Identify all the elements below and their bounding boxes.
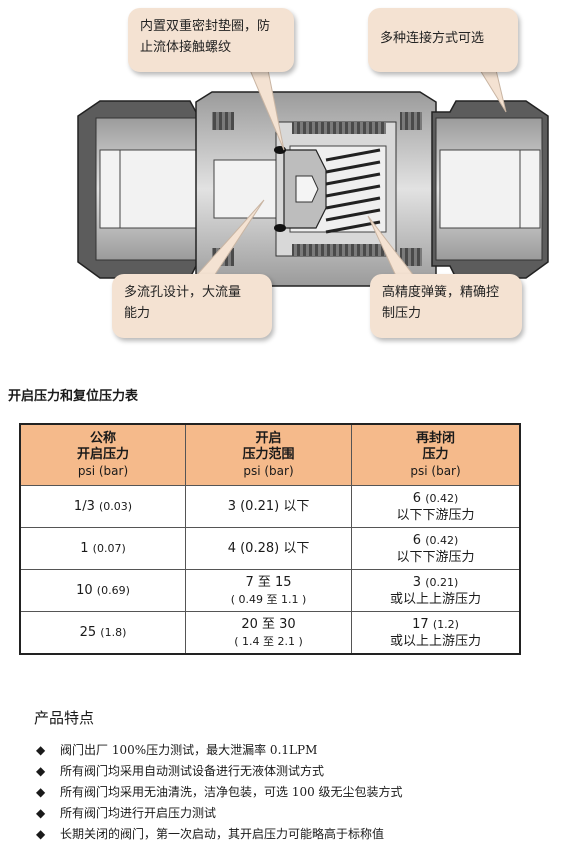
table-title: 开启压力和复位压力表 — [8, 389, 139, 404]
left-fitting-nut — [77, 100, 215, 279]
spring — [325, 148, 381, 234]
header-unit: psi (bar) — [243, 464, 294, 478]
header-unit: psi (bar) — [77, 464, 129, 478]
table-row: 10 (0.69) 7 至 15 ( 0.49 至 1.1 ) 3 (0.21)… — [19, 569, 521, 612]
cell-reseal: 3 (0.21) 或以上上游压力 — [351, 569, 521, 612]
diamond-bullet-icon: ◆ — [36, 785, 46, 799]
callout-text-line: 能力 — [124, 306, 151, 321]
pressure-table: 公称 开启压力 psi (bar) 开启 压力范围 psi (bar) 再封闭 … — [19, 423, 521, 655]
header-nominal-cracking-pressure: 公称 开启压力 psi (bar) — [19, 423, 186, 486]
diamond-bullet-icon: ◆ — [36, 806, 46, 820]
header-line: 再封闭 — [416, 431, 456, 446]
cell-reseal: 6 (0.42) 以下下游压力 — [351, 527, 521, 570]
cell-value: 25 — [79, 625, 97, 640]
cell-nominal: 1 (0.07) — [19, 527, 186, 570]
cell-value: 20 至 30 — [241, 616, 296, 632]
right-fitting-nut — [431, 100, 549, 279]
header-unit: psi (bar) — [410, 464, 461, 478]
header-line: 开启 — [255, 431, 282, 446]
cell-note: 以下下游压力 — [396, 549, 475, 565]
cell-bar-value: (1.8) — [100, 626, 127, 639]
cell-value: 17 — [412, 616, 429, 632]
header-line: 压力范围 — [242, 447, 295, 462]
cell-value: 4 — [227, 541, 236, 556]
cell-note: 或以上上游压力 — [390, 633, 482, 649]
table-row: 25 (1.8) 20 至 30 ( 1.4 至 2.1 ) 17 (1.2) … — [19, 611, 521, 655]
list-item: ◆ 所有阀门均进行开启压力测试 — [36, 803, 403, 824]
callout-text-line: 高精度弹簧，精确控 — [382, 285, 500, 300]
callout-pointers — [194, 69, 507, 277]
poppet — [274, 146, 327, 232]
feature-text: 所有阀门均采用自动测试设备进行无液体测试方式 — [60, 764, 325, 778]
callout-text-line: 止流体接触螺纹 — [140, 40, 232, 55]
cell-reseal: 17 (1.2) 或以上上游压力 — [351, 611, 521, 655]
cell-value: 1 — [80, 541, 89, 556]
cell-bar-value: (1.2) — [432, 617, 459, 631]
cell-bar-value: ( 1.4 至 2.1 ) — [234, 634, 303, 648]
header-reseal-pressure: 再封闭 压力 psi (bar) — [351, 423, 521, 486]
header-line: 压力 — [422, 447, 449, 462]
cell-range: 4 (0.28) 以下 — [184, 527, 353, 570]
cell-nominal: 1/3 (0.03) — [19, 485, 186, 528]
check-valve-cross-section-diagram — [77, 69, 549, 287]
cell-bar-value: (0.28) 以下 — [240, 541, 310, 556]
cell-bar-value: (0.69) — [96, 584, 130, 597]
callout-multi-orifice-design: 多流孔设计，大流量 能力 — [112, 274, 272, 338]
cell-bar-value: (0.21) 以下 — [240, 499, 310, 514]
cell-value: 3 — [412, 574, 422, 590]
features-list: ◆ 阀门出厂 100%压力测试，最大泄漏率 0.1LPM ◆ 所有阀门均采用自动测试… — [36, 740, 403, 845]
table-row: 1/3 (0.03) 3 (0.21) 以下 6 (0.42) 以下下游压力 — [19, 485, 521, 528]
list-item: ◆ 所有阀门均采用自动测试设备进行无液体测试方式 — [36, 761, 403, 782]
feature-text: 所有阀门均采用无油清洗，洁净包装，可选 100 级无尘包装方式 — [60, 785, 403, 799]
table-header-row: 公称 开启压力 psi (bar) 开启 压力范围 psi (bar) 再封闭 … — [19, 423, 521, 486]
cell-reseal: 6 (0.42) 以下下游压力 — [351, 485, 521, 528]
header-line: 开启压力 — [76, 447, 129, 462]
diamond-bullet-icon: ◆ — [36, 827, 46, 841]
cell-bar-value: ( 0.49 至 1.1 ) — [230, 592, 307, 606]
cell-range: 7 至 15 ( 0.49 至 1.1 ) — [184, 569, 353, 612]
feature-text: 阀门出厂 100%压力测试，最大泄漏率 0.1LPM — [60, 743, 318, 757]
list-item: ◆ 阀门出厂 100%压力测试，最大泄漏率 0.1LPM — [36, 740, 403, 761]
cell-value: 1/3 — [73, 499, 95, 514]
cell-note: 以下下游压力 — [396, 507, 475, 523]
cell-value: 6 — [412, 532, 422, 548]
cell-range: 20 至 30 ( 1.4 至 2.1 ) — [184, 611, 353, 655]
list-item: ◆ 长期关闭的阀门，第一次启动，其开启压力可能略高于标称值 — [36, 824, 403, 845]
callout-connection-options: 多种连接方式可选 — [368, 8, 518, 72]
diamond-bullet-icon: ◆ — [36, 743, 46, 757]
cell-bar-value: (0.21) — [425, 575, 459, 589]
cell-note: 或以上上游压力 — [390, 591, 482, 607]
header-cracking-range: 开启 压力范围 psi (bar) — [184, 423, 353, 486]
callout-text-line: 多种连接方式可选 — [380, 31, 485, 46]
cell-bar-value: (0.03) — [98, 500, 133, 513]
cell-range: 3 (0.21) 以下 — [184, 485, 353, 528]
cell-value: 3 — [227, 499, 236, 514]
cell-value: 7 至 15 — [245, 574, 292, 590]
callout-text-line: 多流孔设计，大流量 — [124, 285, 242, 300]
cell-nominal: 10 (0.69) — [19, 569, 186, 612]
callout-precision-spring: 高精度弹簧，精确控 制压力 — [370, 274, 522, 338]
cell-nominal: 25 (1.8) — [19, 611, 186, 655]
features-title: 产品特点 — [34, 709, 95, 727]
cell-bar-value: (0.42) — [425, 533, 459, 547]
diamond-bullet-icon: ◆ — [36, 764, 46, 778]
cell-bar-value: (0.42) — [425, 491, 459, 505]
list-item: ◆ 所有阀门均采用无油清洗，洁净包装，可选 100 级无尘包装方式 — [36, 782, 403, 803]
table-body: 1/3 (0.03) 3 (0.21) 以下 6 (0.42) 以下下游压力 1… — [19, 485, 521, 655]
feature-text: 长期关闭的阀门，第一次启动，其开启压力可能略高于标称值 — [60, 827, 385, 841]
header-line: 公称 — [89, 431, 116, 446]
callout-text-line: 制压力 — [382, 306, 422, 321]
feature-text: 所有阀门均进行开启压力测试 — [60, 806, 217, 820]
callout-double-seal-gasket: 内置双重密封垫圈，防 止流体接触螺纹 — [128, 8, 294, 72]
table-row: 1 (0.07) 4 (0.28) 以下 6 (0.42) 以下下游压力 — [19, 527, 521, 570]
cell-value: 10 — [76, 583, 93, 598]
cell-value: 6 — [412, 490, 422, 506]
callout-text-line: 内置双重密封垫圈，防 — [140, 19, 271, 34]
cell-bar-value: (0.07) — [92, 542, 126, 555]
